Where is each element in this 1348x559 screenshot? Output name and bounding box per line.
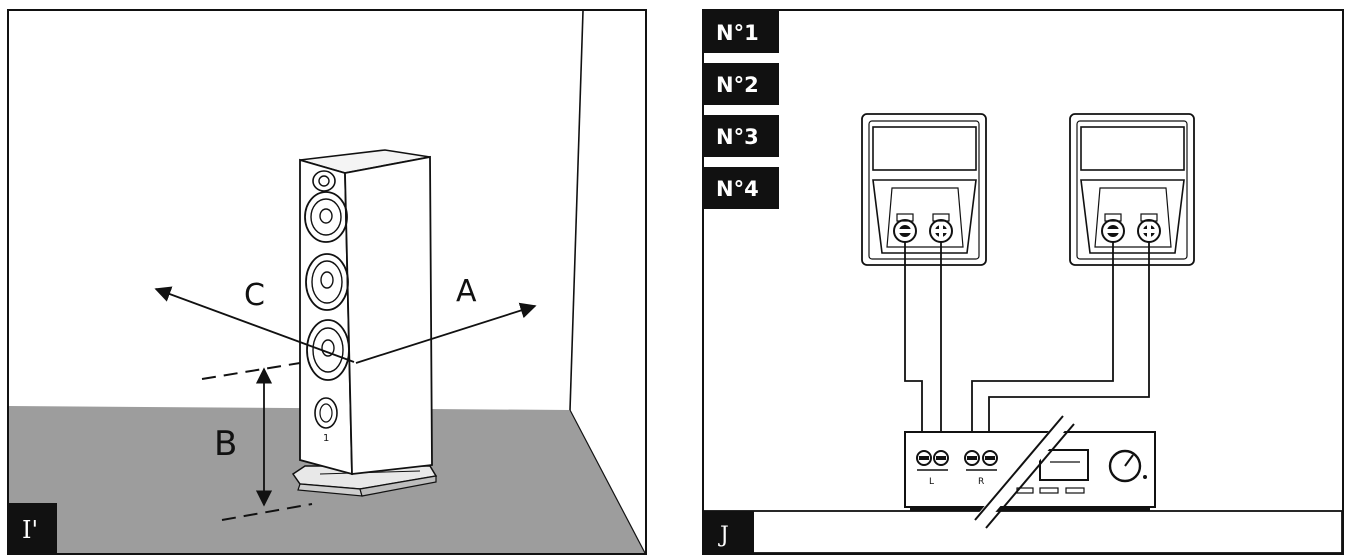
shelf-top (703, 510, 1343, 554)
arrow-c-label: C (244, 278, 265, 313)
tag-3-box (704, 115, 779, 157)
tag-2: N°2 (716, 73, 759, 97)
speaker-side (344, 155, 433, 476)
floor-wall-edge (569, 409, 646, 554)
arrow-b-label: B (214, 424, 237, 464)
height-reference-bottom (221, 503, 313, 521)
woofer-3 (306, 319, 350, 381)
left-speaker-terminal-plate (861, 113, 987, 266)
right-speaker-negative-terminal (1101, 213, 1125, 243)
driver-index-label: 1 (323, 433, 329, 444)
tag-1: N°1 (716, 21, 759, 45)
arrow-c (154, 286, 355, 363)
woofer-2 (305, 253, 349, 311)
left-panel-label: I' (22, 516, 38, 544)
tag-list: N°1 N°2 N°3 N°4 (704, 11, 779, 209)
left-speaker-positive-terminal (929, 213, 953, 243)
arrow-a-label: A (456, 274, 477, 309)
wall-corner-line (569, 10, 584, 411)
amp-button-3 (1065, 487, 1085, 494)
wire-right-negative (971, 242, 1114, 450)
bass-port (314, 397, 338, 429)
wire-right-positive (988, 242, 1150, 450)
amplifier: L R (904, 431, 1156, 511)
tag-3: N°3 (716, 125, 759, 149)
amp-left-channel-label: L (929, 477, 934, 487)
tag-4-box (704, 167, 779, 209)
tag-2-box (704, 63, 779, 105)
speaker-plinth (291, 465, 438, 497)
arrow-a (355, 302, 537, 364)
tweeter (312, 170, 336, 192)
woofer-1 (304, 191, 348, 243)
amp-right-channel-label: R (978, 477, 984, 487)
right-panel-label: J (718, 523, 729, 548)
right-speaker-terminal-plate (1069, 113, 1195, 266)
speaker-front (299, 158, 353, 476)
right-panel-label-box (704, 511, 754, 553)
height-reference-top (201, 362, 301, 380)
right-speaker-positive-terminal (1137, 213, 1161, 243)
speaker-wires (904, 242, 1150, 450)
break-marks (973, 415, 1075, 529)
tag-1-box (704, 11, 779, 53)
left-speaker-negative-terminal (893, 213, 917, 243)
wire-left-negative (904, 242, 923, 450)
tag-4: N°4 (716, 177, 759, 201)
left-panel-label-box (9, 503, 57, 553)
left-panel-speaker-placement: 1 C A B I' (7, 9, 647, 555)
floorstanding-speaker: 1 (299, 149, 433, 476)
right-panel-wiring: N°1 N°2 N°3 N°4 (702, 9, 1344, 555)
amp-button-2 (1039, 487, 1059, 494)
